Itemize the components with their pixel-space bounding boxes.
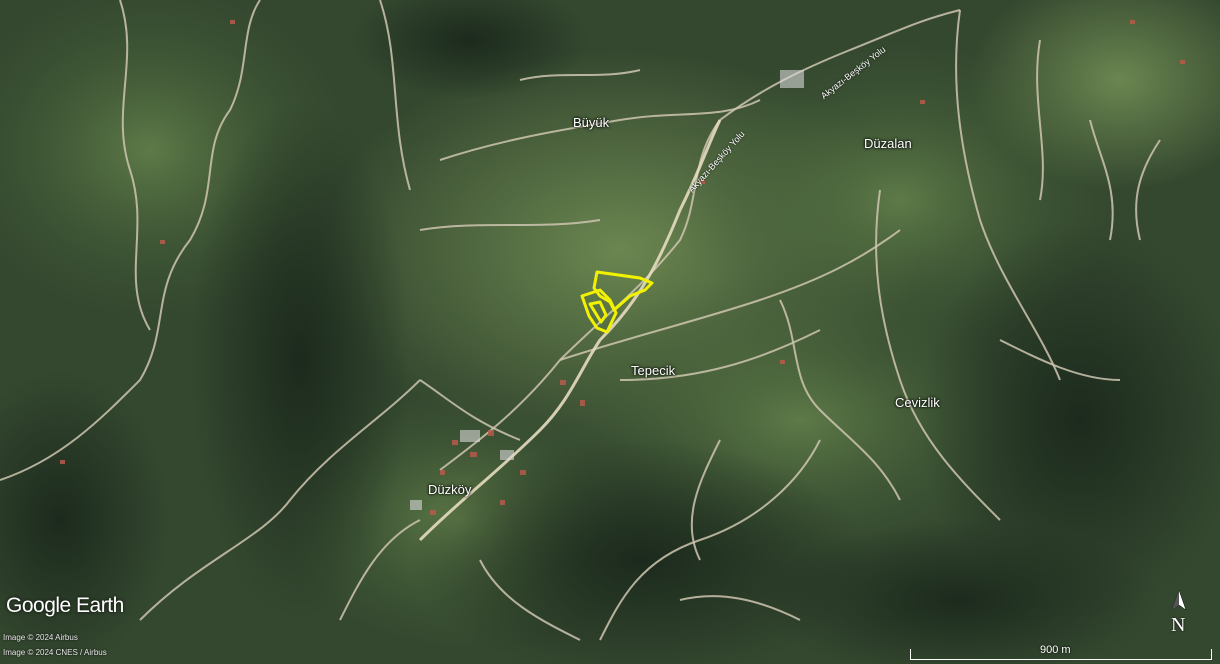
place-label-duzalan: Düzalan: [864, 136, 912, 151]
north-letter: N: [1171, 614, 1186, 636]
north-arrow-icon: [1171, 589, 1187, 611]
place-label-duzkoy: Düzköy: [428, 482, 472, 497]
place-label-tepecik: Tepecik: [631, 363, 676, 378]
imagery-credit-2: Image © 2024 CNES / Airbus: [3, 648, 107, 657]
place-label-buyuk: Büyük: [573, 115, 610, 130]
north-arrow: N: [1166, 588, 1192, 640]
scale-bar: 900 m: [910, 644, 1212, 662]
scale-bar-label: 900 m: [1040, 644, 1071, 656]
place-label-cevizlik: Cevizlik: [895, 395, 940, 410]
imagery-credit-1: Image © 2024 Airbus: [3, 633, 78, 642]
google-earth-logo: Google Earth: [6, 594, 124, 617]
scale-bar-line: [910, 649, 1212, 660]
highlighted-parcel: [580, 270, 654, 334]
